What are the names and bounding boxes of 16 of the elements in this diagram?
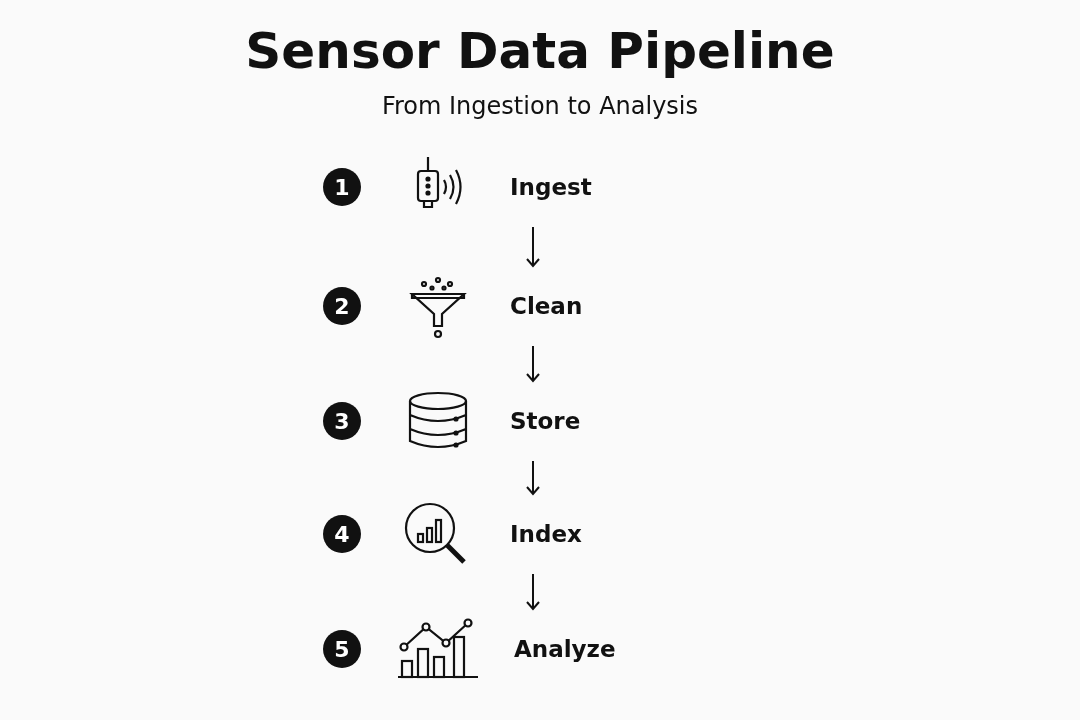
diagram-subtitle: From Ingestion to Analysis [381, 92, 699, 120]
step-label: Index [510, 521, 582, 547]
arrow [526, 573, 540, 610]
step-number: 4 [323, 515, 361, 553]
arrow [526, 460, 540, 495]
step-number: 3 [323, 402, 361, 440]
step-number: 1 [323, 168, 361, 206]
diagram-title: Sensor Data Pipeline [245, 22, 835, 80]
step-label: Store [510, 408, 581, 434]
arrow [526, 226, 540, 267]
step-number: 2 [323, 287, 361, 325]
step-number: 5 [323, 630, 361, 668]
arrow [526, 345, 540, 382]
step-label: Clean [510, 293, 583, 319]
step-label: Analyze [514, 636, 616, 662]
step-label: Ingest [510, 174, 592, 200]
